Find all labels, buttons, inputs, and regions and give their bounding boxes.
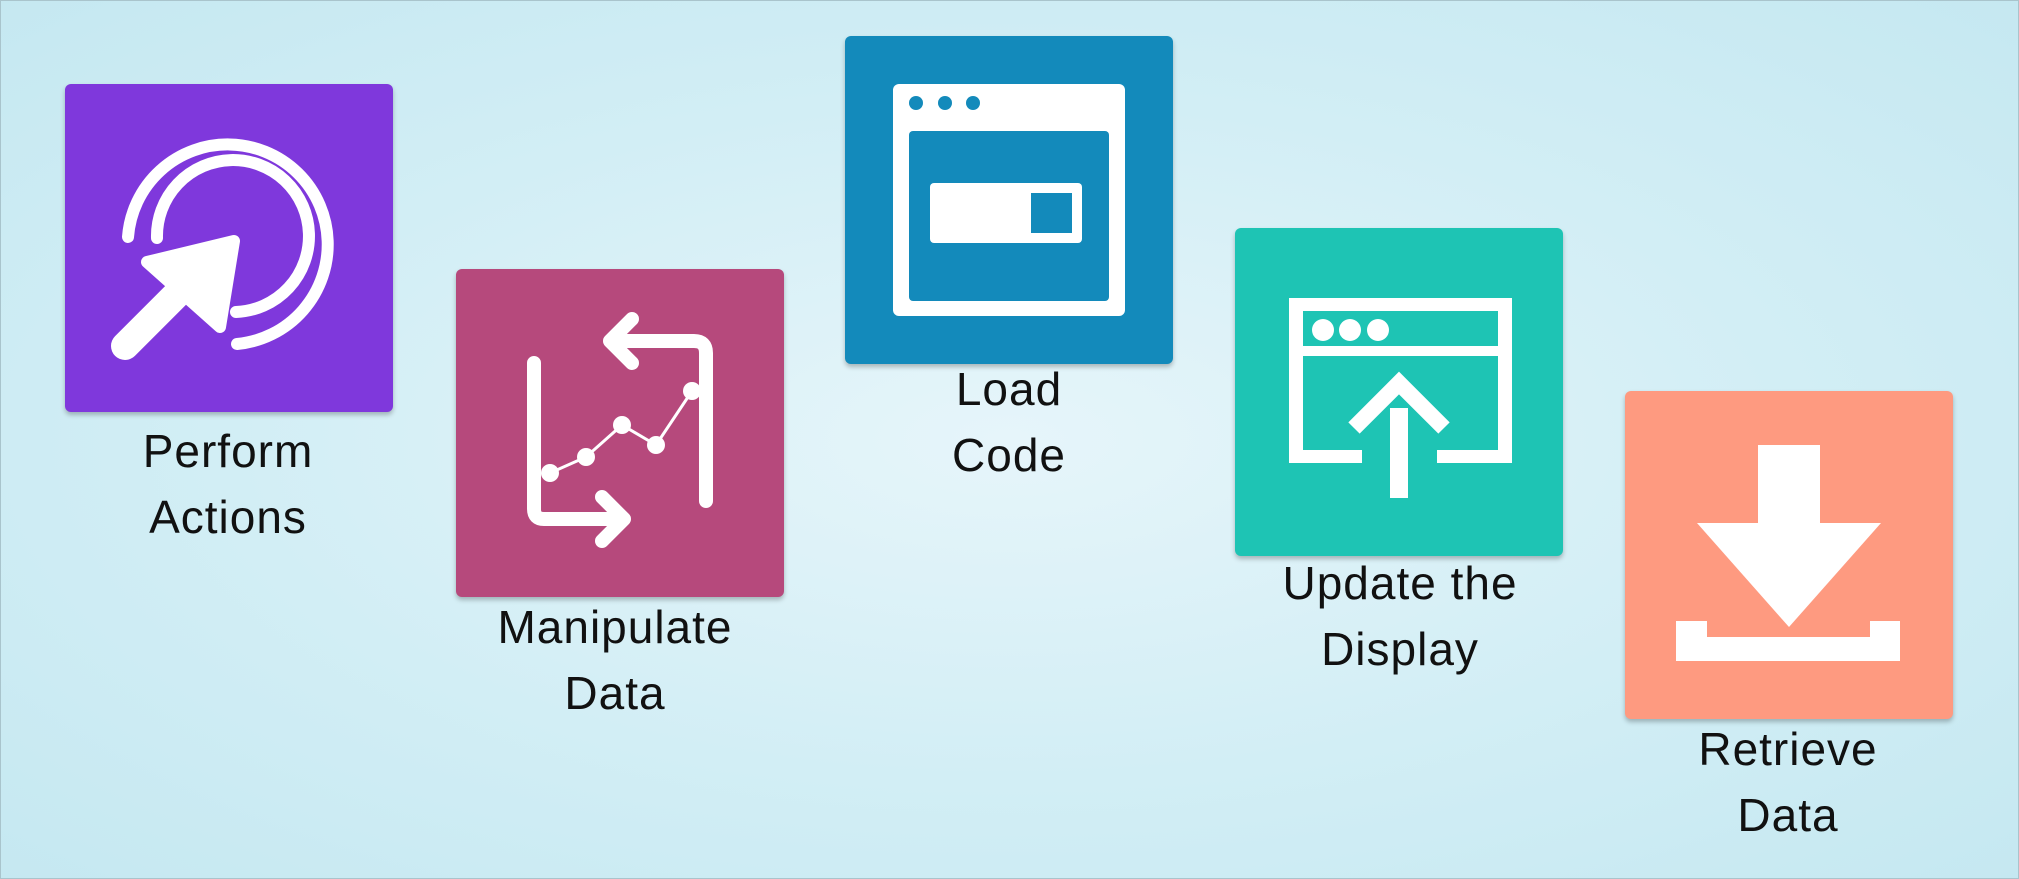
load-code-tile: [845, 36, 1173, 364]
manipulate-data-tile: [456, 269, 784, 597]
update-display-label: Update the Display: [1282, 557, 1518, 675]
browser-upload-icon: [1289, 298, 1512, 498]
load-code-label: Load Code: [952, 363, 1066, 481]
update-display-tile: [1235, 228, 1563, 556]
browser-window-icon: [893, 84, 1125, 316]
download-icon: [1676, 445, 1900, 661]
perform-actions-tile: [65, 84, 393, 412]
manipulate-data-label: Manipulate Data: [497, 601, 733, 719]
data-transform-icon: [527, 312, 713, 548]
perform-actions-label: Perform Actions: [142, 425, 314, 543]
touch-tap-icon: [111, 138, 334, 360]
retrieve-data-label: Retrieve Data: [1698, 723, 1878, 841]
retrieve-data-tile: [1625, 391, 1953, 719]
